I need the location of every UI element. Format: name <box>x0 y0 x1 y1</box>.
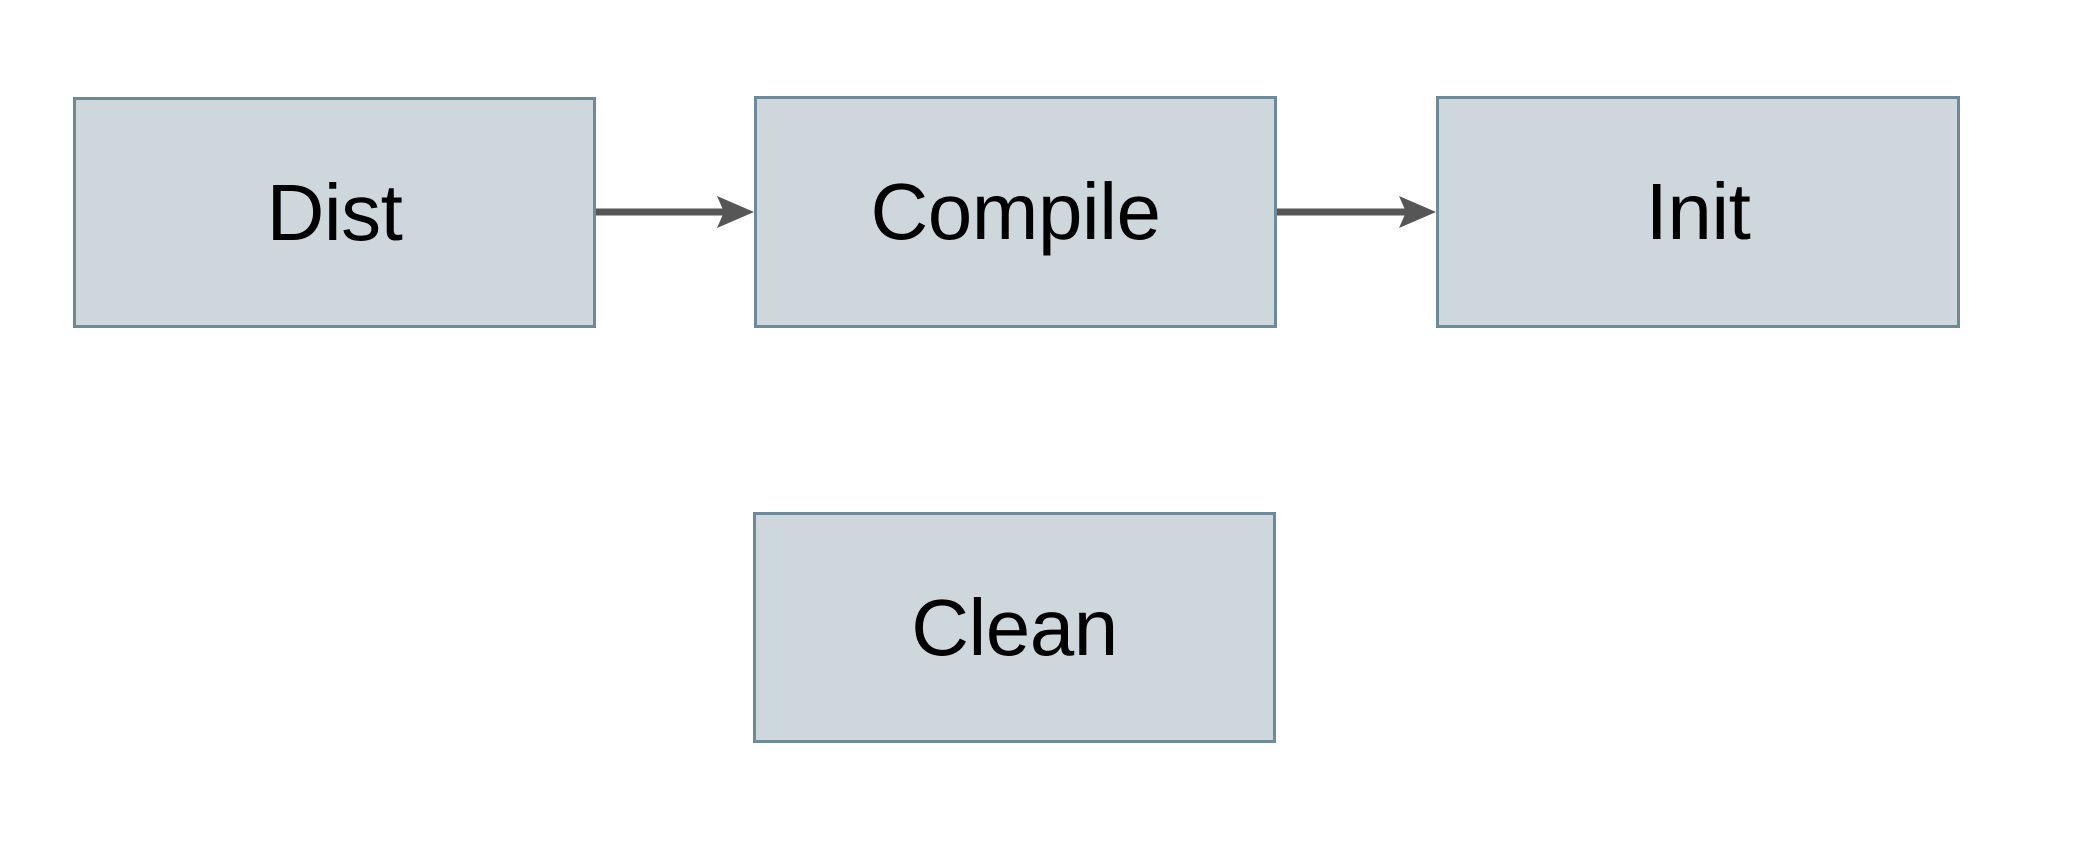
node-compile[interactable]: Compile <box>754 96 1277 328</box>
node-compile-label: Compile <box>870 167 1161 256</box>
edge-dist-to-compile[interactable] <box>595 196 754 228</box>
node-dist-label: Dist <box>266 167 403 257</box>
node-clean[interactable]: Clean <box>753 512 1276 743</box>
edge-compile-to-init[interactable] <box>1277 196 1436 228</box>
edge-dist-to-compile-arrowhead <box>717 196 754 228</box>
node-init[interactable]: Init <box>1436 96 1960 328</box>
edge-compile-to-init-arrowhead <box>1399 196 1436 228</box>
node-clean-label: Clean <box>911 582 1118 672</box>
node-dist[interactable]: Dist <box>73 97 596 328</box>
node-init-label: Init <box>1645 167 1751 256</box>
